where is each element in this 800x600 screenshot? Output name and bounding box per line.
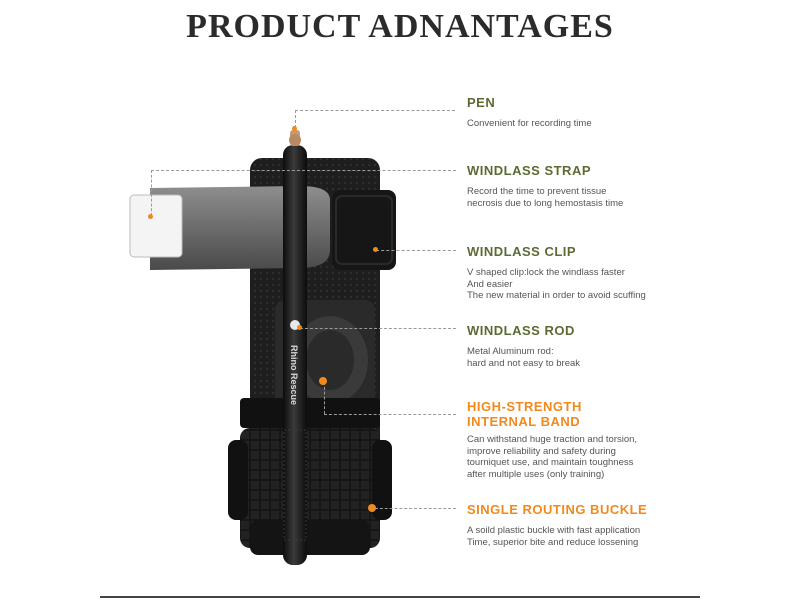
feature-description: Metal Aluminum rod: hard and not easy to… [467, 346, 581, 369]
feature-routing-buckle: SINGLE ROUTING BUCKLE A soild plastic bu… [467, 502, 767, 548]
feature-windlass-rod: WINDLASS ROD Metal Aluminum rod: hard an… [467, 323, 767, 369]
leader-buckle [375, 508, 456, 509]
feature-title: HIGH-STRENGTH INTERNAL BAND [467, 399, 582, 429]
leader-strap-vertical [151, 170, 152, 216]
feature-windlass-strap: WINDLASS STRAP Record the time to preven… [467, 163, 767, 209]
marker-pen [292, 126, 297, 131]
leader-band-vertical [324, 382, 325, 414]
feature-windlass-clip: WINDLASS CLIP V shaped clip:lock the win… [467, 244, 767, 302]
windlass-rod [283, 145, 307, 565]
marker-rod [297, 325, 302, 330]
feature-internal-band: HIGH-STRENGTH INTERNAL BAND Can withstan… [467, 399, 767, 480]
leader-band [324, 414, 456, 415]
page-title: PRODUCT ADNANTAGES [186, 8, 614, 45]
feature-title: SINGLE ROUTING BUCKLE [467, 502, 648, 517]
feature-title: WINDLASS CLIP [467, 244, 577, 259]
marker-buckle [368, 504, 376, 512]
feature-description: Convenient for recording time [467, 118, 592, 129]
marker-band [319, 377, 327, 385]
feature-title: WINDLASS STRAP [467, 163, 591, 178]
feature-pen: PEN Convenient for recording time [467, 95, 767, 130]
feature-description: V shaped clip:lock the windlass faster A… [467, 267, 646, 301]
leader-pen [295, 110, 455, 111]
marker-strap [148, 214, 153, 219]
routing-buckle [240, 398, 380, 428]
windlass-clip [332, 190, 396, 270]
feature-description: Can withstand huge traction and torsion,… [467, 434, 638, 480]
leader-rod [300, 328, 456, 329]
feature-title: PEN [467, 95, 496, 110]
bottom-divider [100, 596, 700, 598]
leader-clip [376, 250, 456, 251]
feature-title: WINDLASS ROD [467, 323, 575, 338]
leader-pen-vertical [295, 110, 296, 128]
marker-clip [373, 247, 378, 252]
feature-description: A soild plastic buckle with fast applica… [467, 525, 641, 548]
leader-strap [151, 170, 456, 171]
time-tag [129, 194, 183, 258]
brand-text: Rhino Rescue [289, 345, 299, 405]
feature-description: Record the time to prevent tissue necros… [467, 186, 624, 209]
